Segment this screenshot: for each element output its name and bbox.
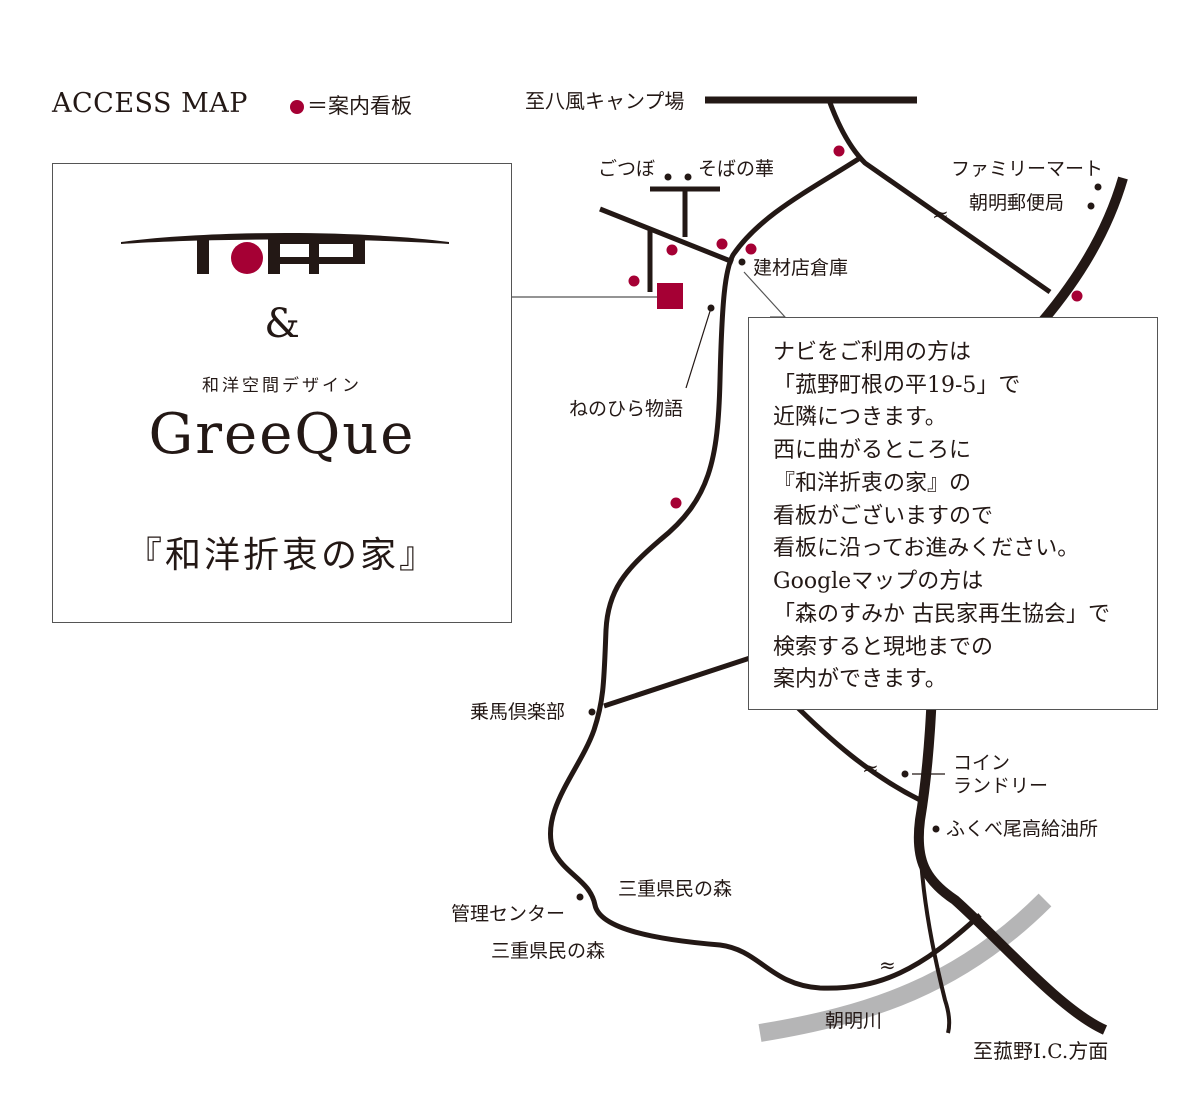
label-coin-laundry-1: コイン xyxy=(953,752,1011,774)
landmark-point xyxy=(588,708,596,716)
landmark-point xyxy=(664,173,672,181)
direction-line: 「森のすみか 古民家再生協会」で xyxy=(773,602,1110,627)
direction-line: 『和洋折衷の家』の xyxy=(773,471,972,496)
leader-nenohira xyxy=(685,307,712,389)
label-joba-club: 乗馬倶楽部 xyxy=(470,701,566,723)
crossing-mark: ≈ xyxy=(932,202,949,226)
direction-line: ナビをご利用の方は xyxy=(773,340,972,365)
landmark-point xyxy=(1094,183,1102,191)
road-laundry xyxy=(788,698,922,803)
landmark-point xyxy=(684,173,692,181)
sign-marker-icon xyxy=(290,100,304,114)
label-river: 朝明川 xyxy=(825,1010,883,1032)
direction-line: 検索すると現地までの xyxy=(773,635,994,660)
direction-line: 看板に沿ってお進みください。 xyxy=(773,536,1080,561)
label-kanri-center: 管理センター xyxy=(451,903,566,925)
sign-marker xyxy=(628,275,640,287)
logo-brand: GreeQue xyxy=(148,402,416,467)
label-familymart: ファミリーマート xyxy=(951,158,1104,180)
sign-marker xyxy=(833,145,845,157)
direction-line: Googleマップの方は xyxy=(773,569,984,594)
road-main xyxy=(826,99,1052,295)
landmark-point xyxy=(901,770,909,778)
tmp-logo-mark-icon xyxy=(121,233,449,274)
sign-marker xyxy=(1071,290,1083,302)
road-joba-branch xyxy=(603,655,751,709)
logo-ampersand: & xyxy=(264,301,300,347)
direction-line: 近隣につきます。 xyxy=(773,405,947,430)
label-forest-1: 三重県民の森 xyxy=(618,878,733,900)
sign-marker xyxy=(745,243,757,255)
label-soba: そばの華 xyxy=(698,158,775,180)
direction-line: 「菰野町根の平19-5」で xyxy=(773,373,1021,398)
label-hachiba-camp: 至八風キャンプ場 xyxy=(525,89,685,113)
direction-line: 看板がございますので xyxy=(773,504,994,529)
road-central xyxy=(548,155,982,991)
landmark-point xyxy=(932,825,940,833)
label-forest-2: 三重県民の森 xyxy=(491,940,606,962)
logo-house-name: 『和洋折衷の家』 xyxy=(125,535,438,576)
map-title: ACCESS MAP xyxy=(52,88,248,119)
sign-marker xyxy=(666,244,678,256)
road-west xyxy=(599,206,734,265)
direction-line: 案内ができます。 xyxy=(773,667,947,692)
landmark-point xyxy=(1087,202,1095,210)
road-lower-branch xyxy=(918,829,952,1034)
logo-subtitle: 和洋空間デザイン xyxy=(202,376,362,396)
sign-markers xyxy=(628,145,1083,509)
direction-line: 西に曲がるところに xyxy=(773,438,972,463)
landmark-point xyxy=(576,893,584,901)
directions-panel: ナビをご利用の方は 「菰野町根の平19-5」で 近隣につきます。 西に曲がるとこ… xyxy=(748,317,1158,710)
sign-marker xyxy=(716,238,728,250)
label-gotsubo: ごつぼ xyxy=(598,158,656,180)
destination-marker xyxy=(657,283,683,309)
landmark-points xyxy=(576,173,1102,901)
label-coin-laundry-2: ランドリー xyxy=(953,775,1049,797)
label-warehouse: 建材店倉庫 xyxy=(753,257,849,279)
landmark-point xyxy=(707,304,715,312)
asahi-river xyxy=(758,893,1052,1042)
label-post-office: 朝明郵便局 xyxy=(969,192,1065,214)
legend-label: ＝案内看板 xyxy=(307,94,412,118)
label-gas-station: ふくべ尾高給油所 xyxy=(946,818,1099,840)
label-nenohira: ねのひら物語 xyxy=(569,398,684,420)
crossing-mark: ≈ xyxy=(879,953,896,977)
crossing-mark: ≈ xyxy=(862,756,879,780)
landmark-point xyxy=(738,258,746,266)
sign-marker xyxy=(670,497,682,509)
logo-panel: & 和洋空間デザイン GreeQue 『和洋折衷の家』 xyxy=(52,163,512,623)
legend: ＝案内看板 xyxy=(290,96,412,117)
label-komono-ic: 至菰野I.C.方面 xyxy=(973,1039,1109,1063)
